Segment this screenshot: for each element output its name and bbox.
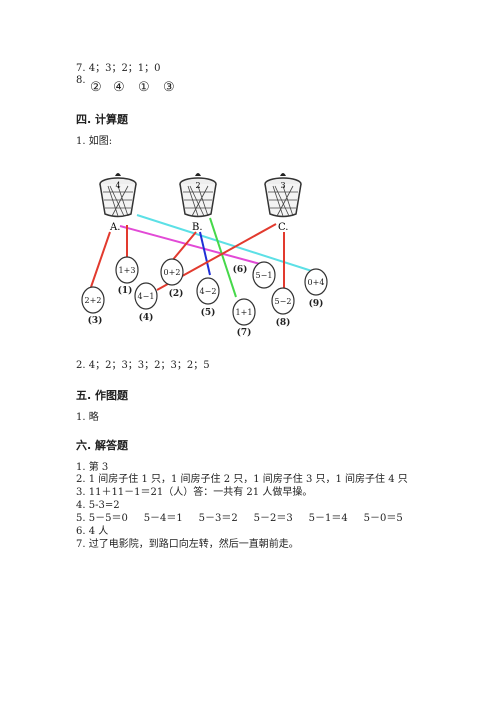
- line-green-b-to-7: [209, 217, 237, 298]
- section-5-question-1: 1. 略: [76, 412, 99, 423]
- ball-8: [271, 287, 295, 315]
- section-6-line-7: 7. 过了电影院，到路口向左转，然后一直朝前走。: [76, 539, 299, 550]
- ball-1: [115, 256, 139, 284]
- basket-c-number: 3: [280, 181, 285, 190]
- line-blue-b-to-5: [199, 231, 211, 276]
- basket-icon-b: [179, 173, 217, 218]
- ball-7: [232, 298, 256, 326]
- section-4-question-1: 1. 如图:: [76, 136, 113, 147]
- ball-6-expr: 5−1: [256, 271, 273, 280]
- ball-5-expr: 4−2: [200, 287, 217, 296]
- section-6-line-6: 6. 4 人: [76, 526, 109, 537]
- section-6-line-4: 4. 5-3=2: [76, 500, 120, 511]
- ball-9-tag: (9): [309, 298, 324, 309]
- basket-a-number: 4: [115, 181, 120, 190]
- section-4-heading: 四. 计算题: [76, 113, 129, 126]
- answer-8-label: 8.: [76, 75, 86, 86]
- ball-9-expr: 0+4: [308, 278, 325, 287]
- line-magenta-a-to-6: [119, 225, 265, 266]
- section-4-question-2: 2. 4；2；3；3；2；3；2；5: [76, 360, 210, 371]
- ball-8-expr: 5−2: [275, 297, 292, 306]
- answer-8-option-4: ③: [163, 80, 175, 95]
- ball-7-tag: (7): [237, 327, 252, 338]
- ball-2-expr: 0+2: [164, 268, 181, 277]
- line-cyan-a-to-9: [136, 214, 316, 273]
- answer-7: 7. 4；3；2；1；0: [76, 63, 161, 74]
- line-red-b-to-2: [170, 231, 197, 263]
- ball-4-tag: (4): [139, 312, 154, 323]
- basket-c-label: C.: [278, 222, 288, 233]
- section-5-heading: 五. 作图题: [76, 389, 129, 402]
- ball-1-expr: 1+3: [119, 266, 136, 275]
- answer-8-option-1: ②: [90, 80, 102, 95]
- section-6-line-2: 2. 1 间房子住 1 只，1 间房子住 2 只，1 间房子住 3 只，1 间房…: [76, 474, 408, 485]
- basket-b-label: B.: [192, 222, 203, 233]
- answer-8-option-2: ④: [113, 80, 125, 95]
- basket-a-label: A.: [109, 222, 120, 233]
- ball-5-tag: (5): [201, 307, 216, 318]
- ball-4: [134, 282, 158, 310]
- ball-6: [252, 261, 276, 289]
- ball-4-expr: 4−1: [138, 292, 155, 301]
- ball-3-expr: 2+2: [85, 296, 102, 305]
- ball-5: [196, 277, 220, 305]
- ball-1-tag: (1): [118, 285, 133, 296]
- ball-3: [81, 286, 105, 314]
- basket-icon-c: [264, 173, 302, 218]
- ball-2-tag: (2): [169, 288, 184, 299]
- ball-6-tag: (6): [233, 264, 248, 275]
- section-6-line-3: 3. 11＋11－1＝21（人）答：一共有 21 人做早操。: [76, 487, 313, 498]
- ball-2: [160, 258, 184, 286]
- ball-7-expr: 1+1: [236, 308, 253, 317]
- basket-icon-a: [99, 173, 137, 218]
- ball-3-tag: (3): [88, 315, 103, 326]
- answer-8-option-3: ①: [138, 80, 150, 95]
- section-6-line-5: 5. 5－5＝0 5－4＝1 5－3＝2 5－2＝3 5－1＝4 5－0＝5: [76, 513, 403, 524]
- ball-8-tag: (8): [276, 317, 291, 328]
- line-red-a-to-3: [90, 231, 111, 288]
- basket-b-number: 2: [195, 181, 200, 190]
- section-6-line-1: 1. 第 3: [76, 462, 109, 473]
- section-6-heading: 六. 解答题: [76, 439, 129, 452]
- ball-9: [304, 268, 328, 296]
